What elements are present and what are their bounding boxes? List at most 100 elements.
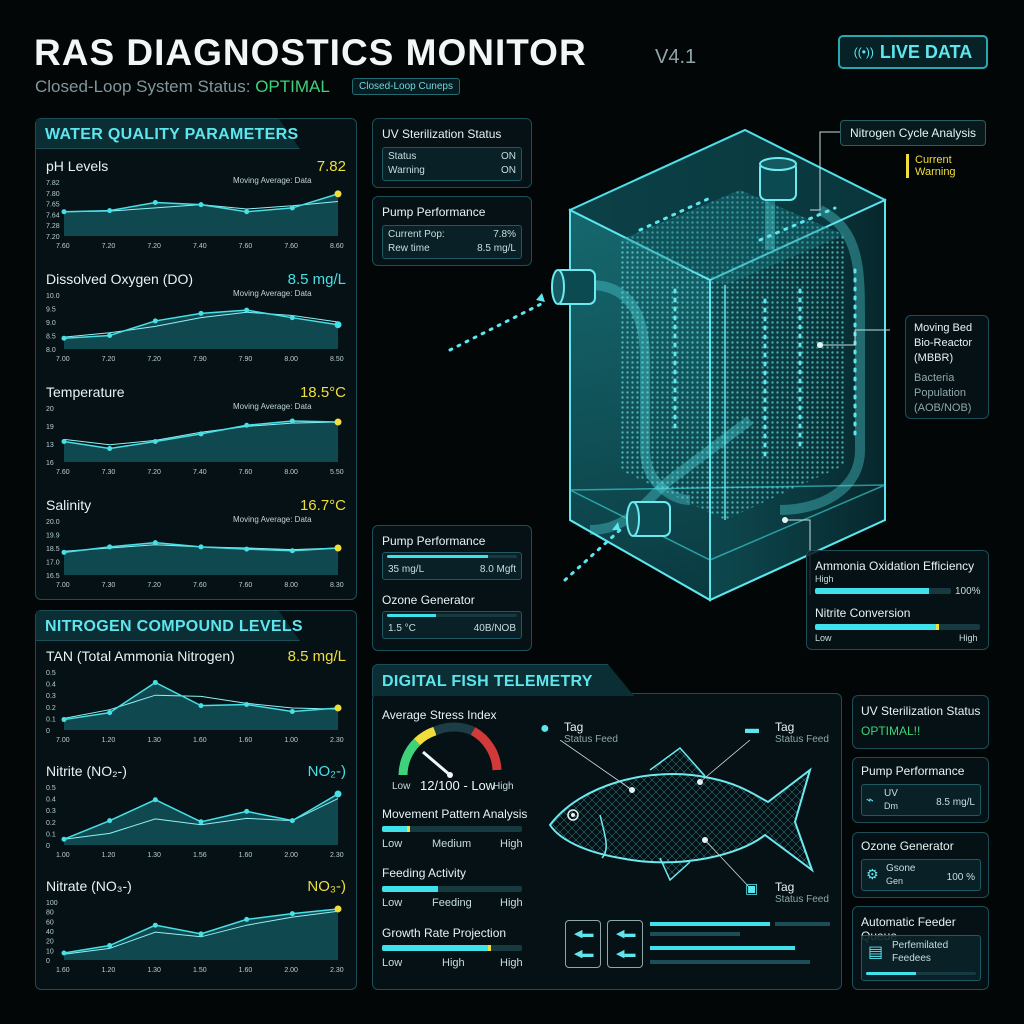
x-tick-label: 8.00: [284, 469, 298, 476]
data-point: [107, 818, 113, 824]
stress-title: Average Stress Index: [382, 708, 497, 722]
x-tick-label: 8.00: [284, 582, 298, 589]
tracker-icon: ▬: [745, 720, 759, 736]
warning-label: Warning: [915, 166, 956, 178]
y-tick-label: 7.28: [46, 223, 60, 230]
y-tick-label: 0.5: [46, 670, 56, 677]
chart-title: Nitrate (NO₃-): [46, 878, 132, 894]
nitrogen-title: NITROGEN COMPOUND LEVELS: [45, 618, 303, 635]
feeding-label-low: Low: [382, 897, 403, 909]
x-tick-label: 8.00: [284, 356, 298, 363]
mbbr-callout[interactable]: Moving Bed Bio-Reactor (MBBR) Bacteria P…: [905, 315, 989, 419]
tag-label: Tag: [775, 720, 795, 734]
series-area: [64, 542, 338, 575]
ammonia-title: Ammonia Oxidation Efficiency: [815, 559, 975, 573]
nitrogen-panel: [35, 610, 357, 990]
movement-label-mid: Medium: [432, 838, 472, 850]
y-tick-label: 0.4: [46, 797, 56, 804]
growth-bar: [382, 945, 522, 951]
data-point: [334, 190, 342, 198]
data-point: [107, 544, 113, 550]
tag-sub: Status Feed: [775, 734, 829, 745]
y-tick-label: 13: [46, 442, 54, 449]
x-tick-label: 7.20: [102, 243, 116, 250]
live-data-button[interactable]: ((•)) LIVE DATA: [838, 35, 988, 69]
growth-title: Growth Rate Projection: [382, 926, 507, 940]
tag-sub: Status Feed: [564, 734, 618, 745]
y-tick-label: 9.5: [46, 307, 56, 314]
x-tick-label: 7.40: [193, 469, 207, 476]
x-tick-label: 1.60: [239, 737, 253, 744]
x-tick-label: 7.90: [193, 356, 207, 363]
data-point: [334, 704, 342, 712]
current-warning-note: Current Warning: [906, 154, 956, 178]
ozone-mid-bar: [387, 614, 517, 617]
x-tick-label: 7.60: [193, 582, 207, 589]
data-point: [61, 209, 67, 215]
data-point: [198, 931, 204, 937]
fish-tile[interactable]: ◀▬ ◀▬: [565, 920, 601, 968]
data-point: [334, 321, 342, 329]
y-tick-label: 0.1: [46, 716, 56, 723]
y-tick-label: 0.4: [46, 682, 56, 689]
series-area: [64, 420, 338, 462]
water-quality-panel: [35, 118, 357, 600]
mode-badge[interactable]: Closed-Loop Cuneps: [352, 78, 460, 95]
x-tick-label: 1.60: [239, 967, 253, 974]
x-tick-label: 1.50: [193, 967, 207, 974]
growth-label-mid: High: [442, 957, 465, 969]
ammonia-pct: 100%: [955, 586, 981, 597]
ozone-right-box: ⚙ Gsone Gen 100 %: [861, 859, 981, 891]
data-point: [107, 333, 113, 338]
fish-wireframe: [548, 740, 815, 889]
water-quality-tab: [36, 119, 300, 149]
y-tick-label: 80: [46, 910, 54, 917]
feeding-bar: [382, 886, 522, 892]
pump-icon: ⌁: [866, 792, 874, 807]
ozone-right-title: Ozone Generator: [861, 839, 954, 853]
x-tick-label: 7.20: [147, 356, 161, 363]
series-area: [64, 310, 338, 349]
ozone-right-a: Gsone: [886, 863, 916, 874]
pump-right-title: Pump Performance: [861, 764, 965, 778]
data-point: [61, 438, 67, 444]
broadcast-icon: ((•)): [853, 45, 874, 59]
y-tick-label: 7.64: [46, 212, 60, 219]
y-tick-label: 20: [46, 939, 54, 946]
chart-value: 7.82: [316, 158, 346, 175]
data-point: [198, 310, 204, 316]
nitrogen-cycle-callout[interactable]: Nitrogen Cycle Analysis: [840, 120, 987, 146]
y-tick-label: 60: [46, 919, 54, 926]
chart-title: pH Levels: [46, 158, 109, 174]
x-tick-label: 8.50: [330, 356, 344, 363]
y-tick-label: 16: [46, 460, 54, 467]
pump-row-label: Rew time: [388, 243, 430, 254]
ammonia-high-label: High: [815, 574, 834, 584]
movement-bar: [382, 826, 522, 832]
data-point: [61, 836, 67, 842]
data-point: [334, 790, 342, 798]
data-point: [152, 318, 158, 324]
current-label: Current: [915, 154, 952, 166]
x-tick-label: 7.00: [56, 737, 70, 744]
uv-row-label: Status: [388, 151, 417, 162]
feeding-label-high: High: [500, 897, 523, 909]
live-data-label: LIVE DATA: [879, 41, 973, 62]
series-area: [64, 793, 338, 845]
fish-tile[interactable]: ◀▬ ◀▬: [607, 920, 643, 968]
x-tick-label: 8.60: [330, 243, 344, 250]
x-tick-label: 7.60: [239, 243, 253, 250]
data-point: [289, 418, 295, 424]
data-point: [289, 818, 295, 824]
x-tick-label: 1.30: [147, 967, 161, 974]
y-tick-label: 7.82: [46, 180, 60, 187]
data-point: [244, 546, 250, 552]
chart-legend: Moving Average: Data: [233, 289, 312, 298]
stress-low: Low: [392, 781, 411, 792]
uv-right-title: UV Sterilization Status: [861, 704, 981, 718]
pump-mid-box: 35 mg/L 8.0 Mgft: [382, 552, 522, 580]
data-point: [334, 544, 342, 552]
briefcase-icon: ▣: [745, 880, 759, 896]
y-tick-label: 10.0: [46, 293, 60, 300]
